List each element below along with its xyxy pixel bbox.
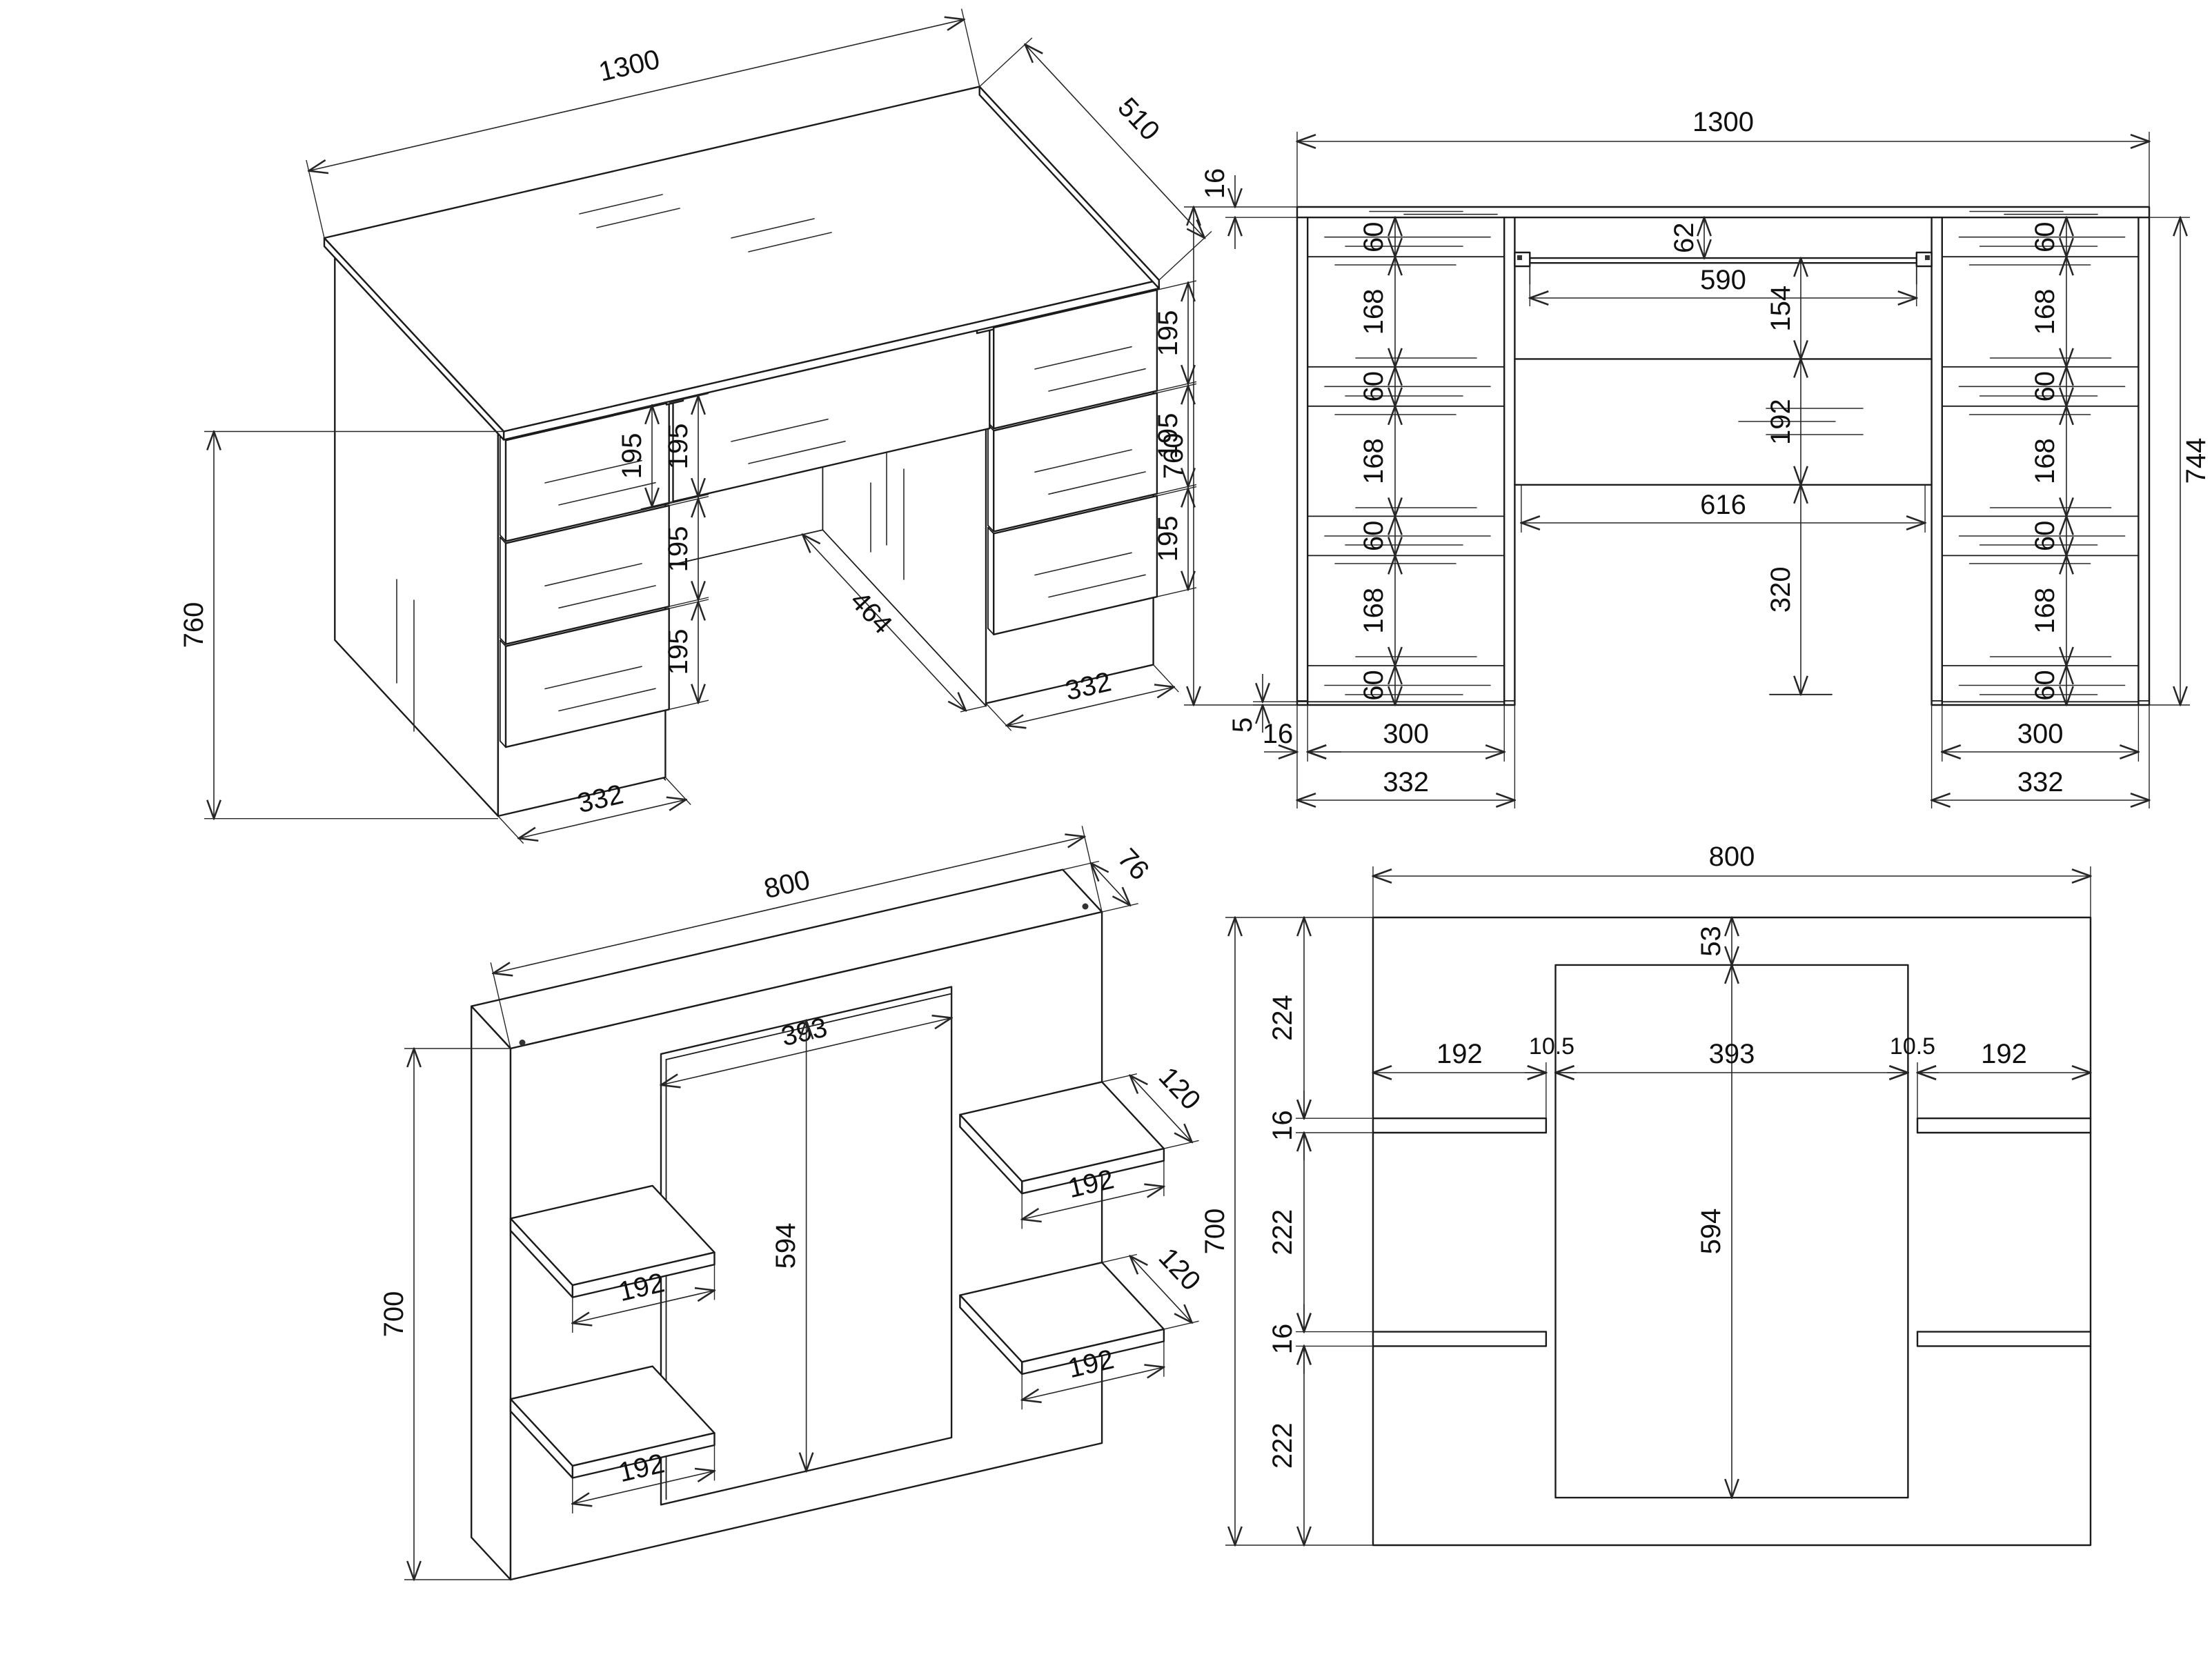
dim-right-band-6: 168 — [2030, 588, 2060, 634]
dim-front-overall-height: 760 — [1158, 433, 1189, 479]
dim-left-band-2: 168 — [1359, 289, 1389, 335]
dim-shelf-hchain-192R: 192 — [1981, 1039, 2027, 1069]
dim-front-left-pedestal-width: 332 — [1383, 767, 1429, 797]
dim-desk-depth: 510 — [1112, 92, 1165, 146]
dim-front-modesty-height: 192 — [1766, 399, 1796, 445]
dim-shelf-chain-16a: 16 — [1267, 1110, 1298, 1141]
dim-right-band-4: 168 — [2030, 438, 2060, 484]
dim-shelf-depth: 76 — [1112, 843, 1155, 886]
desk-isometric-view: 1300 510 760 195 195 195 195 — [179, 8, 1212, 844]
hanger-dot-right-icon — [1082, 903, 1089, 910]
dim-shelf-hchain-gapL: 10.5 — [1529, 1033, 1574, 1060]
dim-front-carcass-height: 744 — [2181, 438, 2211, 484]
shelf-isometric-view: 800 76 700 393 594 192 192 — [379, 826, 1206, 1580]
desk-front-dimensions: 1300 16 760 744 62 590 154 192 320 — [1158, 107, 2211, 808]
dim-shelf-width: 800 — [761, 864, 813, 904]
dim-shelf-chain-16b: 16 — [1267, 1324, 1298, 1355]
tray-slide-left-front-icon — [1514, 251, 1531, 268]
dim-shelf-hchain-192L: 192 — [1436, 1039, 1483, 1069]
shelf-front-dimensions: 800 700 224 16 222 16 222 53 594 — [1200, 842, 2091, 1545]
shelf-iso-dimensions: 800 76 700 393 594 192 192 — [379, 826, 1206, 1580]
dim-left-band-1: 60 — [1359, 221, 1389, 252]
dim-shelf-height: 700 — [379, 1291, 409, 1338]
dim-left-drawer-3: 195 — [663, 629, 693, 675]
dim-right-drawer-2: 195 — [1153, 413, 1183, 459]
dim-front-tray-width: 590 — [1700, 265, 1746, 295]
dim-right-band-5: 60 — [2030, 521, 2060, 552]
dim-right-band-2: 168 — [2030, 289, 2060, 335]
dim-front-tray-to-shelf: 154 — [1766, 286, 1796, 332]
dim-front-tray-drop: 62 — [1669, 222, 1699, 253]
dim-niche-height: 594 — [771, 1223, 801, 1269]
dim-shelf-chain-222a: 222 — [1267, 1209, 1298, 1255]
dim-shelf-hchain-gapR: 10.5 — [1890, 1033, 1935, 1060]
desk-front-view: 1300 16 760 744 62 590 154 192 320 — [1158, 107, 2211, 808]
dim-shelf-hchain-393: 393 — [1709, 1039, 1755, 1069]
dim-desk-height: 760 — [179, 602, 209, 648]
dim-front-opening-width: 616 — [1700, 490, 1746, 520]
dim-left-band-6: 168 — [1359, 588, 1389, 634]
dim-right-band-3: 60 — [2030, 371, 2060, 402]
dim-front-left-inner-width: 300 — [1383, 719, 1429, 749]
dim-front-top-thickness: 16 — [1200, 168, 1230, 199]
dim-front-right-pedestal-width: 332 — [2017, 767, 2064, 797]
desk-iso-dimensions: 1300 510 760 195 195 195 195 — [179, 8, 1212, 844]
dim-right-shelf-1-depth: 120 — [1153, 1062, 1207, 1116]
dim-left-band-5: 60 — [1359, 521, 1389, 552]
desk-front-structure — [1296, 206, 2151, 706]
dim-shelf-front-width: 800 — [1709, 842, 1755, 872]
dim-shelf-front-height: 700 — [1200, 1209, 1230, 1255]
dim-front-opening-height: 320 — [1766, 566, 1796, 613]
dim-front-panel-thickness: 16 — [1263, 719, 1294, 749]
dim-shelf-chain-224: 224 — [1267, 995, 1298, 1041]
dim-knee-depth: 464 — [845, 586, 898, 640]
desk-left-drawer-fronts — [499, 401, 670, 748]
hanger-dot-left-icon — [519, 1040, 526, 1046]
dim-front-right-inner-width: 300 — [2017, 719, 2064, 749]
dim-left-band-3: 60 — [1359, 371, 1389, 402]
dim-left-drawer-1: 195 — [663, 424, 693, 470]
desk-right-drawer-fronts — [987, 289, 1158, 635]
dim-right-band-1: 60 — [2030, 221, 2060, 252]
dim-shelf-niche-height: 594 — [1696, 1209, 1726, 1255]
dim-right-drawer-1: 195 — [1153, 310, 1183, 357]
dim-front-plinth-gap: 5 — [1227, 717, 1258, 733]
dim-left-drawer-2: 195 — [663, 526, 693, 573]
shelf-front-view: 800 700 224 16 222 16 222 53 594 — [1200, 842, 2091, 1545]
dim-shelf-niche-top-offset: 53 — [1696, 926, 1726, 957]
dim-left-band-4: 168 — [1359, 438, 1389, 484]
dim-desk-width: 1300 — [596, 44, 663, 88]
dim-front-width: 1300 — [1692, 107, 1754, 137]
dim-left-band-7: 60 — [1359, 670, 1389, 701]
dim-keyboard-front-height: 195 — [617, 433, 647, 479]
dim-shelf-chain-222b: 222 — [1267, 1422, 1298, 1469]
dim-right-band-7: 60 — [2030, 670, 2060, 701]
dim-right-drawer-3: 195 — [1153, 516, 1183, 562]
